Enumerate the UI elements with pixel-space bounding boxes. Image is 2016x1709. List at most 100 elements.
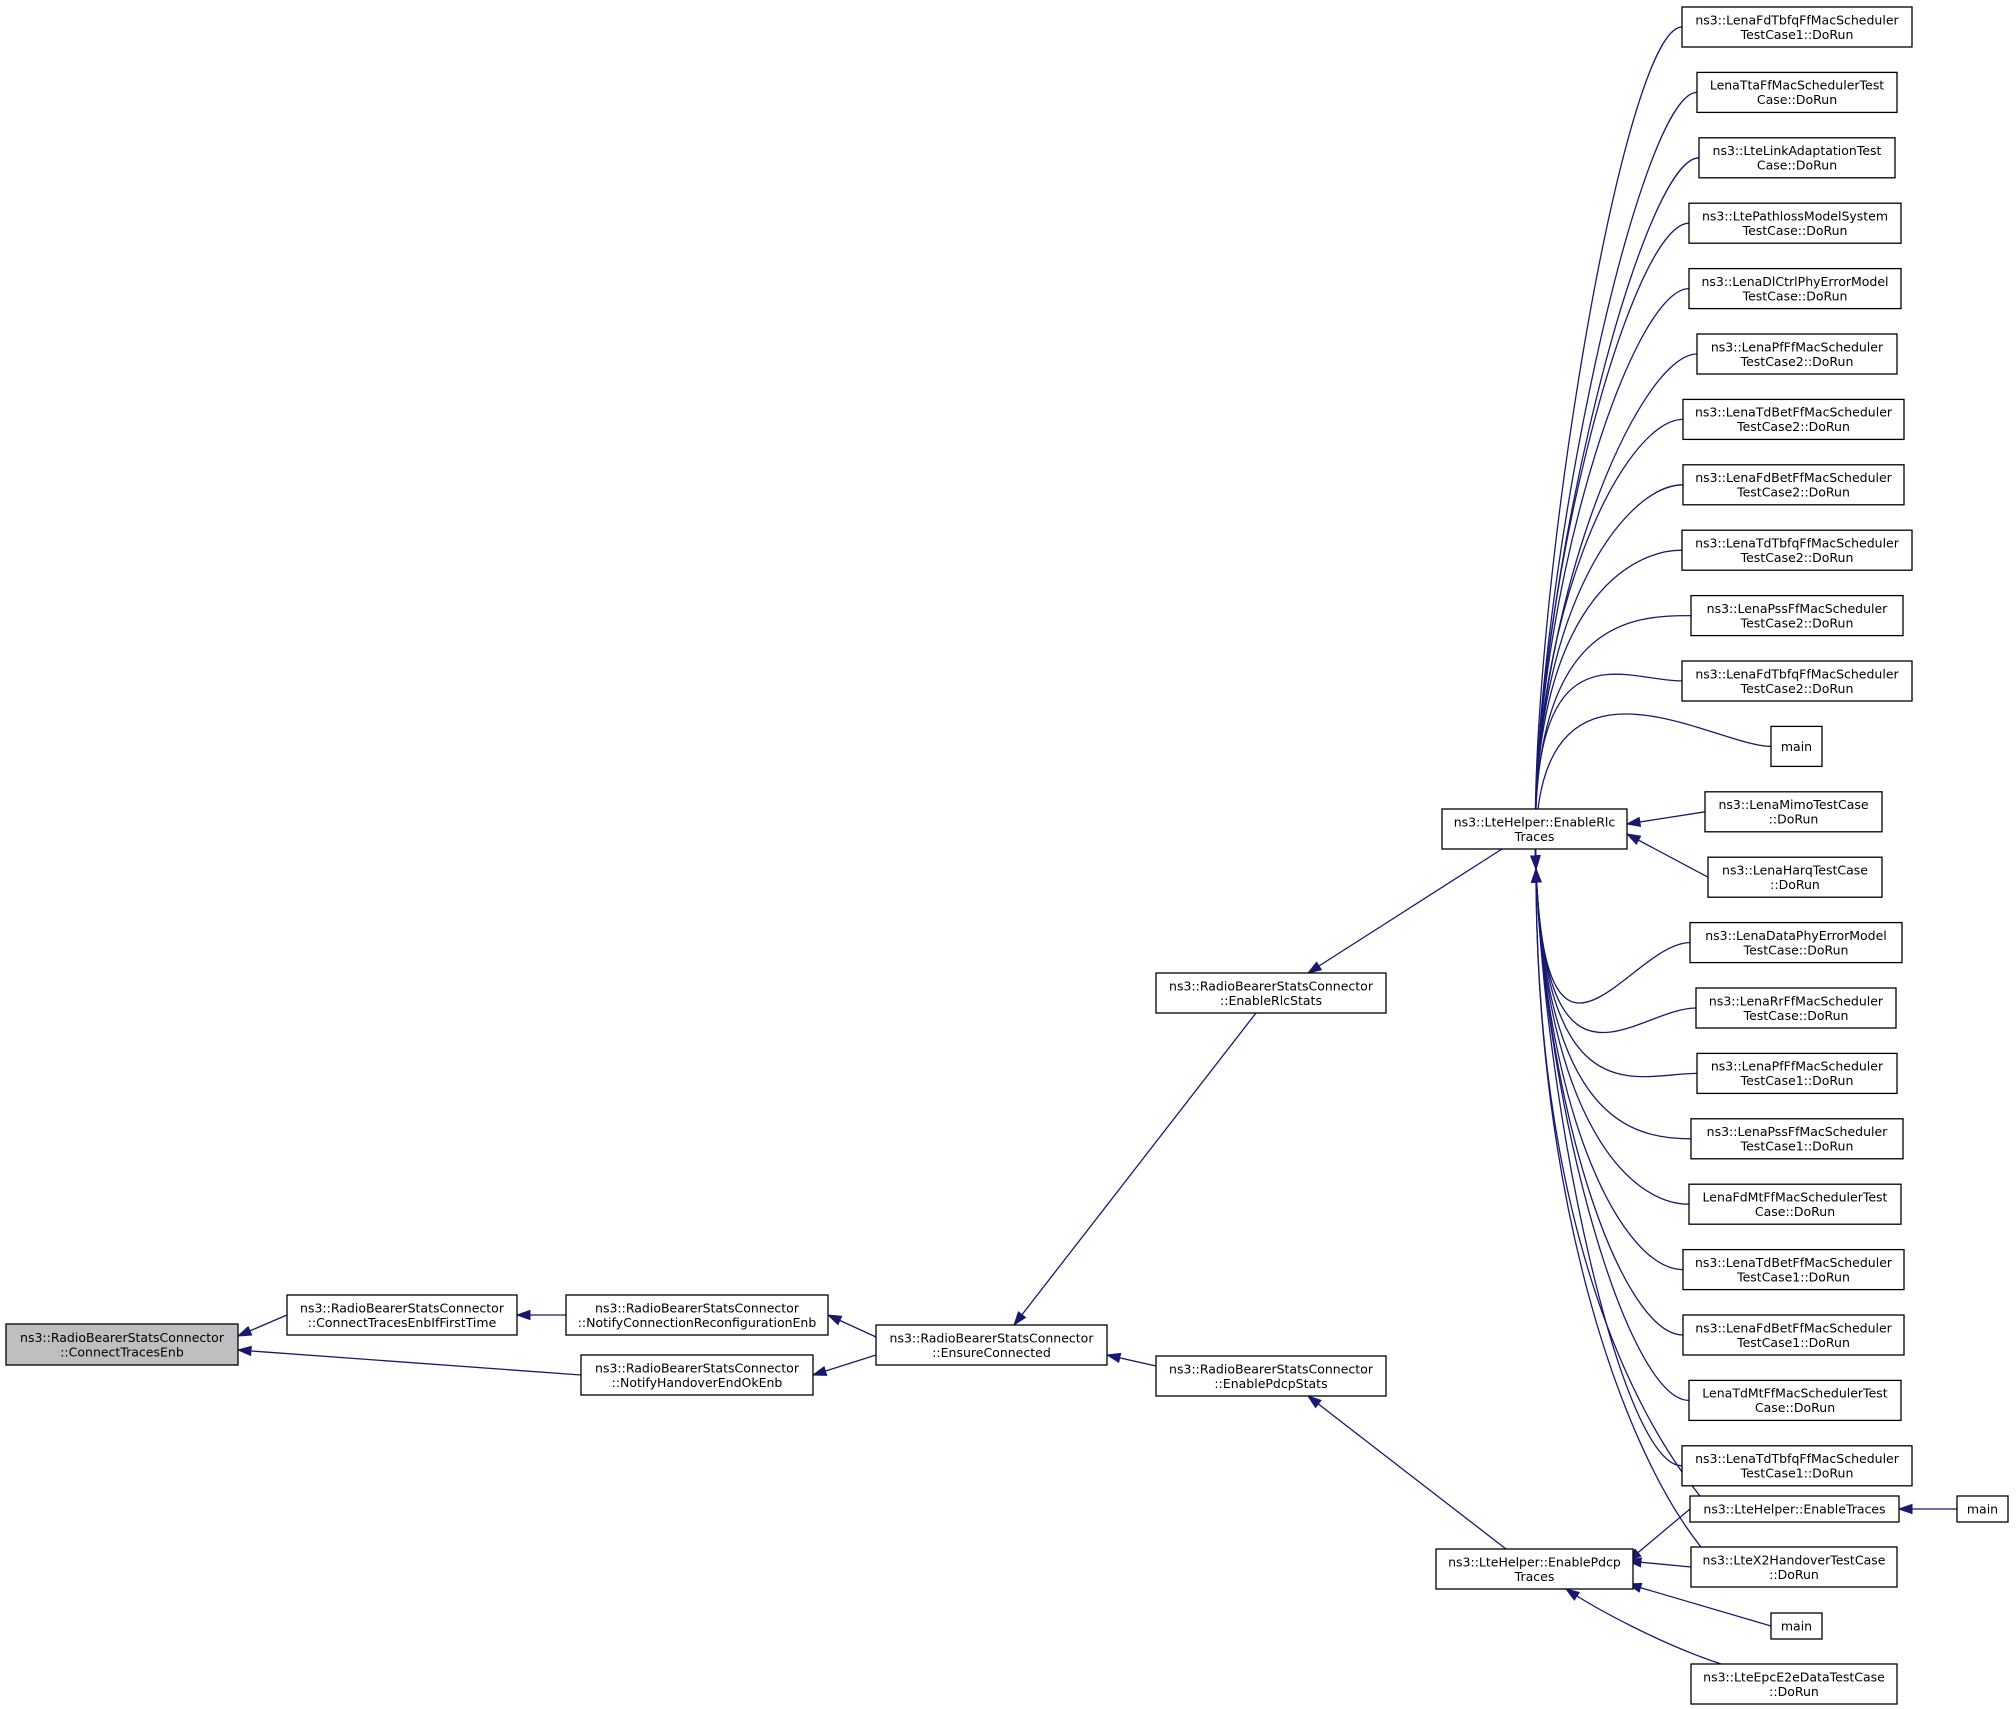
edge-arrowhead — [1530, 867, 1542, 883]
node-label-line: ns3::LenaFdBetFfMacScheduler — [1695, 470, 1892, 485]
node-label-line: ns3::LenaTdBetFfMacScheduler — [1695, 405, 1893, 420]
node-c7[interactable]: ns3::LenaTdBetFfMacSchedulerTestCase2::D… — [1682, 398, 1905, 441]
node-label-line: ns3::LteLinkAdaptationTest — [1713, 143, 1882, 158]
edge-c21-to-enable_rlc_traces — [1531, 867, 1684, 1336]
node-label-line: ns3::RadioBearerStatsConnector — [890, 1330, 1095, 1345]
node-epc-e2e[interactable]: ns3::LteEpcE2eDataTestCase::DoRun — [1690, 1663, 1898, 1705]
edge-line — [1535, 868, 1697, 1034]
edge-c6-to-enable_rlc_traces — [1530, 353, 1698, 871]
node-c4[interactable]: ns3::LtePathlossModelSystemTestCase::DoR… — [1688, 202, 1902, 244]
edge-line — [1307, 1395, 1507, 1550]
node-label-line: ns3::LenaPssFfMacScheduler — [1707, 1124, 1889, 1139]
edge-ensure_connected-to-notify_handover_end_ok_enb — [811, 1354, 877, 1376]
node-label-line: ns3::LenaRrFfMacScheduler — [1709, 993, 1884, 1008]
node-box — [1155, 1355, 1387, 1397]
node-box — [1690, 1118, 1904, 1160]
nodes-layer: ns3::RadioBearerStatsConnector::ConnectT… — [5, 6, 2009, 1705]
node-c9[interactable]: ns3::LenaTdTbfqFfMacSchedulerTestCase2::… — [1681, 529, 1913, 571]
node-c8[interactable]: ns3::LenaFdBetFfMacSchedulerTestCase2::D… — [1682, 464, 1905, 506]
edge-arrowhead — [1013, 1311, 1027, 1327]
node-label-line: ns3::LenaDlCtrlPhyErrorModel — [1701, 274, 1888, 289]
node-c20[interactable]: ns3::LenaTdBetFfMacSchedulerTestCase1::D… — [1682, 1248, 1905, 1291]
node-c10[interactable]: ns3::LenaPssFfMacSchedulerTestCase2::DoR… — [1690, 594, 1904, 637]
node-c12[interactable]: main — [1770, 725, 1823, 768]
node-label-line: ns3::LenaTdTbfqFfMacScheduler — [1695, 535, 1900, 550]
node-label-line: LenaTtaFfMacSchedulerTest — [1710, 78, 1884, 93]
edge-arrowhead — [1306, 1395, 1322, 1409]
node-box — [1682, 464, 1905, 506]
node-c6[interactable]: ns3::LenaPfFfMacSchedulerTestCase2::DoRu… — [1696, 333, 1898, 375]
edge-line — [1535, 868, 1691, 1004]
node-label-line: ns3::LteHelper::EnableRlc — [1454, 814, 1616, 829]
node-connect-traces-enb-if-first[interactable]: ns3::RadioBearerStatsConnector::ConnectT… — [286, 1294, 518, 1336]
edge-c15-to-enable_rlc_traces — [1531, 867, 1691, 1004]
edge-line — [1535, 868, 1684, 1336]
node-c15[interactable]: ns3::LenaDataPhyErrorModelTestCase::DoRu… — [1689, 921, 1903, 964]
node-label-line: TestCase::DoRun — [1742, 288, 1848, 303]
node-x2-handover[interactable]: ns3::LteX2HandoverTestCase::DoRun — [1690, 1546, 1898, 1588]
node-notify-conn-reconf-enb[interactable]: ns3::RadioBearerStatsConnector::NotifyCo… — [565, 1294, 829, 1336]
node-box — [1770, 1612, 1823, 1640]
node-box — [1696, 71, 1898, 114]
node-box — [1681, 6, 1913, 48]
edge-line — [1534, 549, 1683, 870]
node-label-line: TestCase1::DoRun — [1740, 1073, 1854, 1088]
node-c5[interactable]: ns3::LenaDlCtrlPhyErrorModelTestCase::Do… — [1688, 267, 1902, 310]
node-label-line: ::DoRun — [1770, 877, 1820, 892]
node-c18[interactable]: ns3::LenaPssFfMacSchedulerTestCase1::DoR… — [1690, 1118, 1904, 1160]
edge-ensure_connected-to-notify_conn_reconf_enb — [826, 1314, 877, 1338]
edge-enable_rlc_stats-to-ensure_connected — [1013, 1012, 1257, 1327]
edge-enable_traces-to-enable_pdcp_traces — [1626, 1508, 1691, 1562]
node-label-line: ns3::RadioBearerStatsConnector — [1169, 1361, 1374, 1376]
edge-c23-to-enable_rlc_traces — [1531, 867, 1683, 1467]
edge-arrowhead — [515, 1309, 531, 1321]
node-box — [1956, 1495, 2009, 1523]
edge-c1-to-enable_rlc_traces — [1530, 26, 1683, 871]
node-notify-handover-end-ok-enb[interactable]: ns3::RadioBearerStatsConnector::NotifyHa… — [580, 1354, 814, 1396]
edge-arrowhead — [1626, 1557, 1642, 1568]
node-c11[interactable]: ns3::LenaFdTbfqFfMacSchedulerTestCase2::… — [1681, 660, 1913, 702]
node-main-pdcp[interactable]: main — [1770, 1612, 1823, 1640]
node-label-line: ns3::LenaHarqTestCase — [1722, 862, 1868, 877]
node-box — [1696, 333, 1898, 375]
node-main-enable-traces[interactable]: main — [1956, 1495, 2009, 1523]
node-label-line: LenaFdMtFfMacSchedulerTest — [1703, 1189, 1888, 1204]
node-c14[interactable]: ns3::LenaHarqTestCase::DoRun — [1707, 856, 1883, 898]
edge-connect_traces_enb_if_first-to-connect_traces_enb — [236, 1314, 288, 1337]
edge-arrowhead — [811, 1365, 828, 1376]
node-ensure-connected[interactable]: ns3::RadioBearerStatsConnector::EnsureCo… — [875, 1324, 1108, 1366]
node-enable-traces[interactable]: ns3::LteHelper::EnableTraces — [1689, 1495, 1900, 1523]
node-label-line: ns3::LenaMimoTestCase — [1718, 797, 1868, 812]
node-c23[interactable]: ns3::LenaTdTbfqFfMacSchedulerTestCase1::… — [1681, 1445, 1913, 1487]
node-label-line: TestCase2::DoRun — [1736, 419, 1850, 434]
node-enable-pdcp-stats[interactable]: ns3::RadioBearerStatsConnector::EnablePd… — [1155, 1355, 1387, 1397]
node-label-line: Traces — [1514, 829, 1555, 844]
node-box — [1696, 1052, 1898, 1095]
node-label-line: main — [1781, 1619, 1812, 1634]
node-enable-rlc-stats[interactable]: ns3::RadioBearerStatsConnector::EnableRl… — [1155, 972, 1387, 1014]
node-box — [1441, 808, 1628, 850]
node-label-line: TestCase2::DoRun — [1740, 550, 1854, 565]
node-label-line: ns3::RadioBearerStatsConnector — [20, 1330, 225, 1345]
edge-c16-to-enable_rlc_traces — [1531, 867, 1697, 1034]
node-label-line: TestCase1::DoRun — [1740, 27, 1854, 42]
node-box — [1688, 202, 1902, 244]
node-c21[interactable]: ns3::LenaFdBetFfMacSchedulerTestCase1::D… — [1682, 1314, 1905, 1356]
node-box — [1681, 529, 1913, 571]
node-label-line: TestCase1::DoRun — [1740, 1139, 1854, 1154]
node-label-line: ns3::LenaFdTbfqFfMacScheduler — [1695, 12, 1899, 27]
node-box — [1155, 972, 1387, 1014]
node-label-line: ns3::LteEpcE2eDataTestCase — [1703, 1669, 1885, 1684]
node-c1[interactable]: ns3::LenaFdTbfqFfMacSchedulerTestCase1::… — [1681, 6, 1913, 48]
node-c17[interactable]: ns3::LenaPfFfMacSchedulerTestCase1::DoRu… — [1696, 1052, 1898, 1095]
edge-arrowhead — [1625, 816, 1642, 828]
node-box — [1770, 725, 1823, 768]
node-c13[interactable]: ns3::LenaMimoTestCase::DoRun — [1704, 791, 1883, 833]
